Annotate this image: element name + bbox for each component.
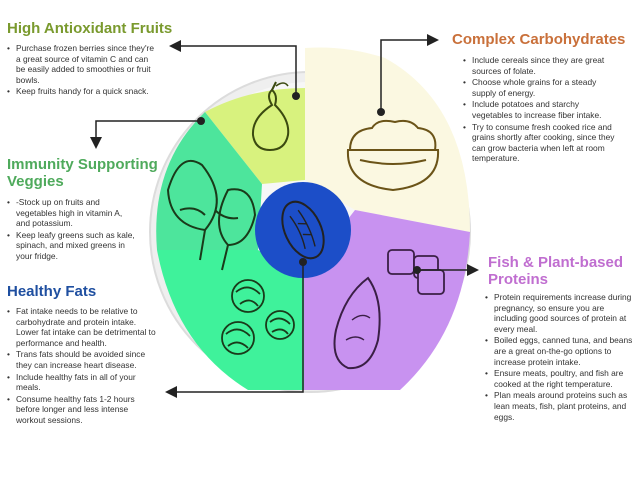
fruits-item: Keep fruits handy for a quick snack. — [7, 86, 155, 97]
veggies-title: Immunity Supporting Veggies — [7, 156, 158, 190]
callout-carbs — [380, 34, 439, 112]
fruits-list: Purchase frozen berries since they're a … — [7, 43, 155, 98]
fats-title: Healthy Fats — [7, 283, 97, 300]
fats-center — [255, 182, 351, 278]
carbs-item: Include potatoes and starchy vegetables … — [463, 99, 618, 120]
fats-item: Trans fats should be avoided since they … — [7, 349, 157, 370]
proteins-item: Boiled eggs, canned tuna, and beans are … — [485, 335, 635, 367]
veggie-wedge — [156, 112, 262, 250]
veggies-item: -Stock up on fruits and vegetables high … — [7, 197, 137, 229]
spinach-icon — [166, 159, 257, 271]
proteins-title-line1: Fish & Plant-based — [488, 254, 624, 271]
protein-wedge — [304, 210, 470, 390]
callout-veggies — [90, 120, 201, 149]
pear-icon — [251, 81, 290, 152]
veggies-title-line2: Veggies — [7, 173, 64, 190]
grain-bowl-icon — [346, 119, 440, 192]
carbs-item: Try to consume fresh cooked rice and gra… — [463, 122, 618, 164]
proteins-item: Protein requirements increase during pre… — [485, 292, 635, 334]
callout-fats — [165, 262, 304, 398]
carb-wedge — [305, 47, 470, 232]
proteins-item: Plan meals around proteins such as lean … — [485, 390, 635, 422]
fats-item: Include healthy fats in all of your meal… — [7, 372, 157, 393]
veggies-item: Keep leafy greens such as kale, spinach,… — [7, 230, 137, 262]
carbs-list: Include cereals since they are great sou… — [463, 55, 618, 165]
almond-icon — [281, 200, 325, 260]
carbs-title: Complex Carbohydrates — [452, 31, 626, 48]
fats-item: Consume healthy fats 1-2 hours before lo… — [7, 394, 157, 426]
proteins-list: Protein requirements increase during pre… — [485, 292, 635, 423]
carbs-item: Include cereals since they are great sou… — [463, 55, 618, 76]
veggies-list: -Stock up on fruits and vegetables high … — [7, 197, 137, 263]
callout-fruits — [169, 40, 297, 96]
fats-list: Fat intake needs to be relative to carbo… — [7, 306, 157, 427]
proteins-item: Ensure meats, poultry, and fish are cook… — [485, 368, 635, 389]
carbs-item: Choose whole grains for a steady supply … — [463, 77, 618, 98]
proteins-title: Fish & Plant-based Proteins — [488, 254, 623, 288]
veggies-title-line1: Immunity Supporting — [7, 156, 158, 173]
fats-wedge — [157, 250, 304, 390]
chicken-breast-icon — [333, 276, 381, 370]
fruits-title: High Antioxidant Fruits — [7, 20, 173, 37]
proteins-title-line2: Proteins — [488, 271, 549, 288]
fruits-item: Purchase frozen berries since they're a … — [7, 43, 155, 85]
brussels-sprouts-icon — [221, 279, 295, 355]
fats-item: Fat intake needs to be relative to carbo… — [7, 306, 157, 348]
tofu-cubes-icon — [387, 249, 445, 295]
